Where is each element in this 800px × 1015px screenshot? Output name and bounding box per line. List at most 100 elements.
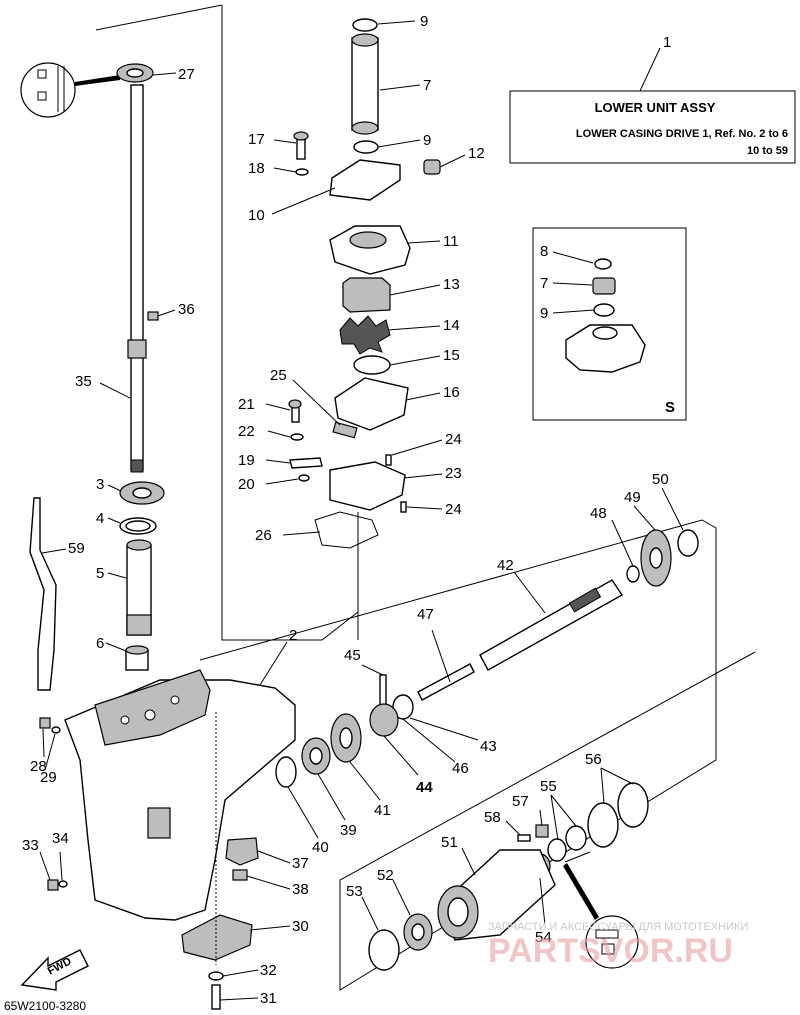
callout-50: 50 <box>652 471 669 488</box>
o-ring-56-left <box>587 802 619 848</box>
insert-cartridge-13 <box>342 277 391 313</box>
watermark-big: PARTSVOR.RU <box>488 932 733 970</box>
callout-14: 14 <box>443 317 460 334</box>
callout-43: 43 <box>480 738 497 755</box>
shim-50 <box>677 529 699 557</box>
dowel-24-lower <box>400 501 407 513</box>
callout-24-upper: 24 <box>445 431 462 448</box>
callout-42: 42 <box>497 557 514 574</box>
washer-32 <box>208 971 224 981</box>
nut-38 <box>232 869 248 881</box>
grommet-12 <box>423 159 441 175</box>
callout-38: 38 <box>292 881 309 898</box>
watermark-small: ЗАПЧАСТИ И АКСЕССУАРЫ ДЛЯ МОТОТЕХНИКИ <box>488 921 748 933</box>
callout-54: 54 <box>535 929 552 946</box>
gasket-15 <box>353 355 391 375</box>
pin-36 <box>147 311 159 321</box>
callout-1: 1 <box>663 34 671 51</box>
washer-18 <box>295 168 309 176</box>
prop-shaft-group <box>275 529 699 788</box>
callout-16: 16 <box>443 384 460 401</box>
dog-clutch-44 <box>369 703 399 737</box>
callout-10: 10 <box>248 207 265 224</box>
callout-inset-9: 9 <box>540 305 548 322</box>
callout-46: 46 <box>452 760 469 777</box>
plug-28 <box>39 717 51 729</box>
water-pump-base-23 <box>329 461 406 511</box>
callout-5: 5 <box>96 565 104 582</box>
shim-40 <box>275 756 297 788</box>
inset-sleeve-7 <box>592 277 616 295</box>
water-tube-7 <box>351 37 379 131</box>
plate-19 <box>289 457 323 469</box>
title-box-title: LOWER UNIT ASSY <box>595 100 716 115</box>
callout-49: 49 <box>624 489 641 506</box>
callout-37: 37 <box>292 855 309 872</box>
drive-shaft-35 <box>130 84 144 471</box>
lower-casing-group <box>39 669 296 1010</box>
o-ring-9-mid <box>353 140 379 154</box>
callout-56: 56 <box>585 751 602 768</box>
callout-58: 58 <box>484 809 501 826</box>
callout-30: 30 <box>292 918 309 935</box>
inset-s-box: 8 7 9 S <box>532 227 687 421</box>
callout-48: 48 <box>590 505 607 522</box>
callout-4: 4 <box>96 510 104 527</box>
oil-seal-detail-circle <box>585 915 639 969</box>
callout-9-top: 9 <box>420 13 428 30</box>
diagram-code: 65W2100-3280 <box>4 999 86 1013</box>
callout-11: 11 <box>443 233 459 250</box>
outer-plate-16 <box>334 377 409 431</box>
callout-55: 55 <box>540 778 557 795</box>
bolt-57 <box>535 824 549 838</box>
callout-9-mid: 9 <box>423 132 431 149</box>
callout-17: 17 <box>248 131 265 148</box>
callout-23: 23 <box>445 465 462 482</box>
inset-o-ring-8 <box>594 258 612 270</box>
water-pump-group <box>288 18 441 549</box>
dowel-24-upper <box>385 454 392 466</box>
inset-s-label: S <box>665 399 675 416</box>
callout-33: 33 <box>22 837 39 854</box>
callout-leaders <box>39 20 684 1001</box>
callout-22: 22 <box>238 423 255 440</box>
callout-53: 53 <box>346 883 363 900</box>
callout-26: 26 <box>255 527 272 544</box>
callout-41: 41 <box>374 802 391 819</box>
callout-7: 7 <box>423 77 431 94</box>
title-box-ref-line2: 10 to 59 <box>747 145 788 157</box>
callout-47: 47 <box>417 606 434 623</box>
callout-24-lower: 24 <box>445 501 462 518</box>
inset-pump-housing <box>565 324 646 373</box>
prop-housing-group <box>368 782 649 971</box>
washer-22 <box>290 433 304 441</box>
callout-12: 12 <box>468 145 485 162</box>
title-box-ref-line1: LOWER CASING DRIVE 1, Ref. No. 2 to 6 <box>576 128 788 140</box>
callout-25: 25 <box>270 367 287 384</box>
callout-18: 18 <box>248 160 265 177</box>
callout-52: 52 <box>377 867 394 884</box>
pinion-37 <box>225 837 259 866</box>
casing-vent <box>147 807 171 839</box>
cross-pin-47 <box>417 663 475 701</box>
ring-20 <box>298 474 310 482</box>
key-25 <box>332 421 358 439</box>
callout-31: 31 <box>260 990 277 1007</box>
o-ring-56-right <box>617 782 649 828</box>
shift-rod-59 <box>29 497 57 691</box>
pin-45 <box>379 674 387 706</box>
inset-o-ring-9 <box>593 303 615 317</box>
fwd-arrow: FWD <box>20 949 89 991</box>
callout-39: 39 <box>340 822 357 839</box>
callout-numbers: 9 7 9 17 18 12 10 11 13 14 15 25 16 21 2… <box>22 13 669 1007</box>
title-box: LOWER UNIT ASSY LOWER CASING DRIVE 1, Re… <box>509 34 796 164</box>
plate-10 <box>329 159 401 201</box>
plug-33 <box>47 879 59 891</box>
callout-28: 28 <box>30 758 47 775</box>
trim-tab-30 <box>181 914 253 961</box>
drive-shaft-group <box>20 62 165 691</box>
callout-19: 19 <box>238 452 255 469</box>
seal-detail-circle <box>20 62 76 118</box>
